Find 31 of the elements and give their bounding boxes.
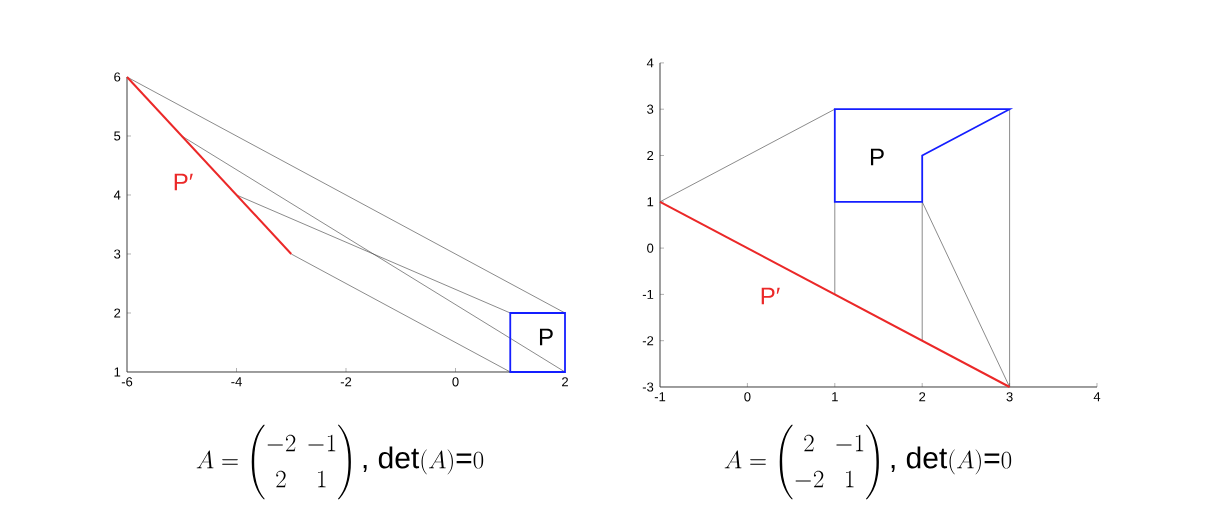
tick-label: 3 <box>114 249 121 259</box>
tick-label: -3 <box>642 382 654 392</box>
tick-label: 2 <box>114 308 121 318</box>
tick-label: -2 <box>642 336 654 346</box>
tick-label: -6 <box>121 377 133 387</box>
tick-label: -4 <box>231 377 242 387</box>
formula: $A=\begin{pmatrix}-2 & -1\\ 2 & 1\end{pmatrix}\text{, }\mathrm{det}(A)\text{=}0$ <box>196 424 484 500</box>
tick-label: 1 <box>114 367 121 377</box>
tick-label: 0 <box>647 243 654 253</box>
tick-label: 2 <box>919 392 926 402</box>
tick-label: -1 <box>654 392 666 402</box>
tick-label: 2 <box>647 150 654 161</box>
shape-label: P <box>871 148 884 166</box>
tick-label: 1 <box>832 392 838 402</box>
tick-label: 1 <box>647 197 654 207</box>
shape-label: P′ <box>174 173 193 191</box>
tick-label: 4 <box>113 190 121 200</box>
tick-label: -1 <box>642 289 654 299</box>
tick-label: 2 <box>562 377 568 387</box>
tick-label: 3 <box>647 104 654 114</box>
tick-label: 4 <box>1093 392 1101 402</box>
tick-label: 5 <box>114 131 121 141</box>
tick-label: 0 <box>744 392 751 402</box>
formula: $A=\begin{pmatrix}2 & -1\\ -2 & 1\end{pmatrix}\text{, }\mathrm{det}(A)\text{=}0$ <box>724 424 1012 500</box>
tick-label: 6 <box>114 72 121 82</box>
tick-label: -2 <box>340 377 352 387</box>
shape-label: P′ <box>761 287 780 305</box>
shape-label: P <box>540 328 553 346</box>
tick-label: 3 <box>1006 392 1013 402</box>
tick-label: 4 <box>646 58 654 68</box>
tick-label: 0 <box>452 377 459 387</box>
